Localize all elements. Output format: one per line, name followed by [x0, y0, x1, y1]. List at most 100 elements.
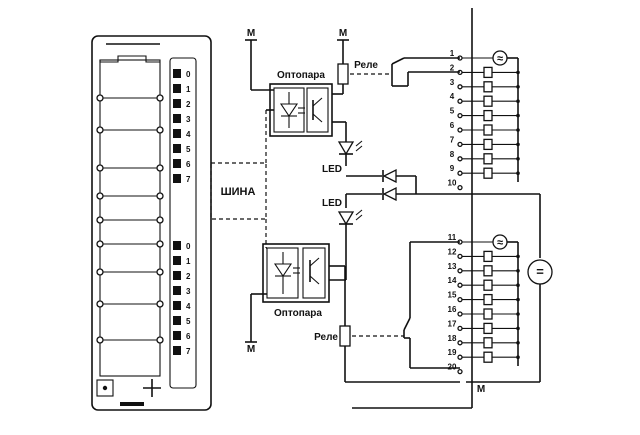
load-resistor-icon	[483, 322, 493, 335]
m-top-left-label: M	[247, 28, 255, 39]
m-top-right-label: M	[339, 28, 347, 39]
module-row-notch-right	[156, 164, 164, 172]
terminal-screw	[457, 311, 463, 317]
channel-led-indicator	[173, 84, 181, 93]
led-bottom-light2-icon	[355, 214, 363, 221]
terminal-number: 7	[450, 135, 455, 144]
module-row-notch-left	[96, 216, 104, 224]
terminal-number: 15	[448, 291, 457, 300]
terminal-number: 8	[450, 150, 455, 159]
terminal-number: 11	[448, 233, 457, 242]
load-resistor-icon	[483, 167, 493, 179]
module-row-notch-left	[96, 268, 104, 276]
terminal-number: 9	[450, 164, 455, 173]
module-label-column	[99, 59, 161, 377]
load-resistor-icon	[483, 95, 493, 107]
load-resistor-icon	[483, 153, 493, 165]
terminal-screw	[457, 325, 463, 332]
module-row-notch-right	[156, 192, 164, 200]
opto-top-diode-icon	[279, 103, 299, 117]
terminal-screw	[457, 84, 463, 90]
module-screw-box	[96, 379, 114, 397]
relay-top-label: Реле	[354, 60, 378, 71]
terminal-screw	[457, 141, 463, 148]
terminal-screw	[457, 268, 463, 274]
module-row-notch-left	[96, 192, 104, 200]
relay-top-coil-icon	[337, 63, 349, 85]
opto-bottom-emitter	[309, 275, 320, 285]
module-screw-icon	[102, 385, 108, 391]
load-resistor-icon	[483, 250, 493, 263]
module-row-notch-left	[96, 94, 104, 102]
load-resistor-icon	[483, 279, 493, 291]
load-resistor-icon	[483, 265, 493, 277]
module-label-rows	[96, 94, 164, 344]
channel-number: 3	[186, 287, 191, 296]
optocoupler-bottom: Оптопара	[262, 243, 330, 319]
bus-label: ШИНА	[221, 186, 256, 198]
module-bottom-tab	[120, 402, 144, 406]
terminal-number: 12	[448, 247, 457, 256]
channel-led-indicator	[173, 256, 181, 265]
terminal-number: 17	[448, 319, 457, 328]
terminal-number: 4	[450, 92, 455, 101]
terminal-number: 5	[450, 107, 455, 116]
load-resistor-icon	[483, 351, 493, 363]
module-label-tab	[99, 55, 160, 63]
channel-number: 2	[186, 100, 191, 109]
opto-bottom-collector	[309, 257, 320, 267]
optocoupler-top-outline	[269, 83, 333, 137]
channel-led-indicator	[173, 271, 181, 280]
terminal-screw	[457, 156, 463, 162]
led-top-label: LED	[322, 164, 342, 175]
channel-number: 1	[186, 257, 191, 266]
terminal-screw	[457, 253, 463, 260]
module-outline	[91, 35, 212, 411]
module-row-notch-right	[156, 268, 164, 276]
load-resistor-icon	[483, 124, 493, 136]
channel-number: 5	[186, 317, 191, 326]
terminal-screw	[457, 368, 463, 375]
dc-source-symbol: =	[536, 264, 544, 279]
terminal-screw	[457, 340, 463, 346]
channel-led-indicator	[173, 144, 181, 153]
channel-number: 5	[186, 145, 191, 154]
ac-source-bottom-symbol: ≈	[497, 237, 503, 249]
load-resistor-icon	[483, 66, 493, 79]
opto-top-emitter	[312, 113, 323, 123]
load-resistor-icon	[483, 81, 493, 93]
terminal-screw	[457, 98, 463, 104]
led-bottom-label: LED	[322, 198, 342, 209]
load-resistor-icon	[483, 138, 493, 151]
channel-number: 0	[186, 242, 191, 251]
module-row-notch-left	[96, 240, 104, 248]
optocoupler-top-label: Оптопара	[277, 70, 325, 81]
terminal-number: 14	[448, 276, 457, 285]
channel-number: 6	[186, 160, 191, 169]
module-row-notch-right	[156, 336, 164, 344]
m-bottom-left-label: M	[247, 344, 255, 355]
optocoupler-top-transistor-box	[306, 87, 329, 133]
terminal-number: 19	[448, 348, 457, 357]
channel-led-indicator	[173, 241, 181, 250]
relay-bottom-switch-icon	[403, 317, 411, 331]
led-top-light2-icon	[355, 145, 363, 152]
module-row-notch-left	[96, 164, 104, 172]
load-bus: ≈ ≈ =	[466, 50, 553, 383]
channel-led-indicator	[173, 346, 181, 355]
module-row-notch-right	[156, 94, 164, 102]
module-row-notch-right	[156, 240, 164, 248]
terminal-number: 13	[448, 262, 457, 271]
channel-number: 4	[186, 130, 191, 139]
terminal-screw	[457, 282, 463, 288]
channel-number: 1	[186, 85, 191, 94]
opto-top-collector	[312, 97, 323, 107]
led-top-light-icon	[355, 140, 363, 147]
terminal-number: 3	[450, 78, 455, 87]
module-row-notch-right	[156, 300, 164, 308]
opto-bottom-diode-icon	[273, 263, 293, 277]
load-resistor-icon	[483, 308, 493, 320]
led-bottom-icon	[337, 211, 355, 226]
